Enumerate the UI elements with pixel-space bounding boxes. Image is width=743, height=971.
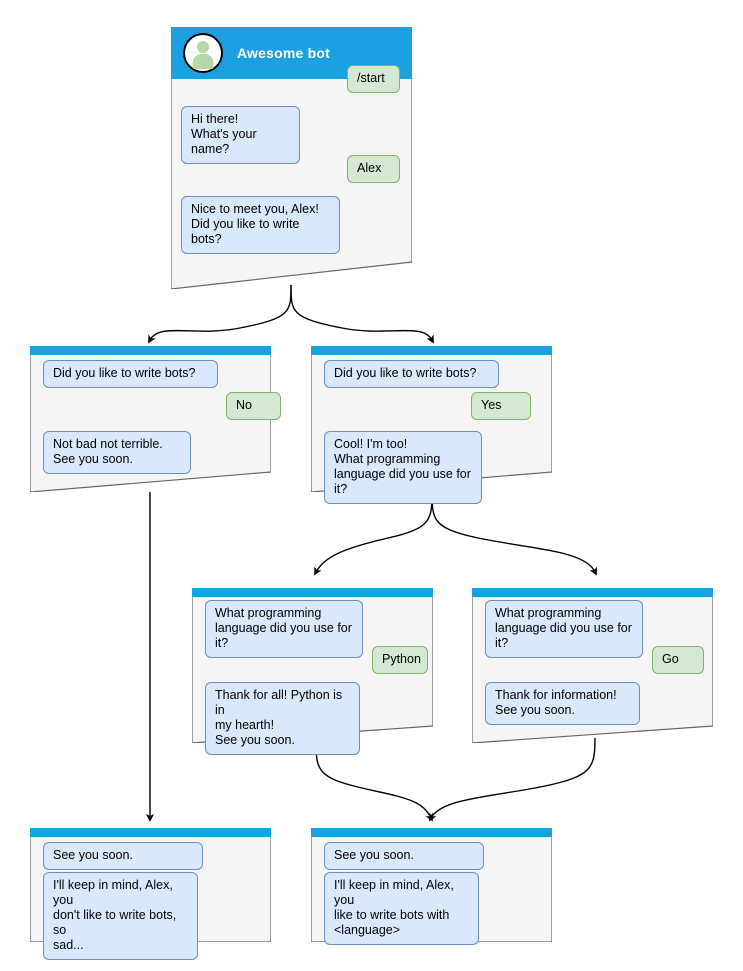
card-end-no-header bbox=[30, 828, 271, 837]
card-answer-no-header bbox=[30, 346, 271, 355]
bubble-user-python: Python bbox=[372, 646, 428, 674]
card-end-no[interactable]: See you soon. I'll keep in mind, Alex, y… bbox=[30, 828, 271, 960]
bubble-bot-thanks-go: Thank for information! See you soon. bbox=[485, 682, 640, 725]
bubble-user-name: Alex bbox=[347, 155, 400, 183]
bubble-bot-cool-im-too: Cool! I'm too! What programming language… bbox=[324, 431, 482, 504]
bot-title: Awesome bot bbox=[237, 45, 330, 61]
bubble-bot-keep-in-mind-no: I'll keep in mind, Alex, you don't like … bbox=[43, 872, 198, 960]
edge-start-to-yes bbox=[290, 284, 434, 344]
bubble-bot-greeting: Hi there! What's your name? bbox=[181, 106, 300, 164]
bubble-bot-thanks-python: Thank for all! Python is in my hearth! S… bbox=[205, 682, 360, 755]
bubble-bot-lang-question-go: What programming language did you use fo… bbox=[485, 600, 643, 658]
card-end-yes[interactable]: See you soon. I'll keep in mind, Alex, y… bbox=[311, 828, 552, 945]
card-answer-go[interactable]: What programming language did you use fo… bbox=[472, 588, 713, 743]
card-start[interactable]: Awesome bot /start Hi there! What's your… bbox=[171, 27, 412, 289]
edge-go-to-end-yes bbox=[429, 737, 596, 822]
card-answer-yes-header bbox=[311, 346, 552, 355]
edge-start-to-no bbox=[148, 284, 292, 344]
bubble-user-start: /start bbox=[347, 65, 400, 93]
bubble-bot-not-bad: Not bad not terrible. See you soon. bbox=[43, 431, 191, 474]
bubble-user-go: Go bbox=[652, 646, 704, 674]
bubble-bot-see-you-soon-no: See you soon. bbox=[43, 842, 203, 870]
card-answer-no[interactable]: Did you like to write bots? No Not bad n… bbox=[30, 346, 281, 492]
card-answer-python-header bbox=[192, 588, 433, 597]
bubble-bot-see-you-soon-yes: See you soon. bbox=[324, 842, 484, 870]
bubble-bot-question-no: Did you like to write bots? bbox=[43, 360, 218, 388]
card-answer-go-header bbox=[472, 588, 713, 597]
bubble-bot-keep-in-mind-yes: I'll keep in mind, Alex, you like to wri… bbox=[324, 872, 479, 945]
bubble-bot-nice-to-meet: Nice to meet you, Alex! Did you like to … bbox=[181, 196, 340, 254]
card-answer-yes[interactable]: Did you like to write bots? Yes Cool! I'… bbox=[311, 346, 552, 504]
card-end-yes-header bbox=[311, 828, 552, 837]
bubble-bot-question-yes: Did you like to write bots? bbox=[324, 360, 499, 388]
person-avatar-icon bbox=[183, 33, 223, 73]
card-answer-python[interactable]: What programming language did you use fo… bbox=[192, 588, 433, 755]
bubble-bot-lang-question-python: What programming language did you use fo… bbox=[205, 600, 363, 658]
bubble-user-no: No bbox=[226, 392, 281, 420]
bubble-user-yes: Yes bbox=[471, 392, 531, 420]
